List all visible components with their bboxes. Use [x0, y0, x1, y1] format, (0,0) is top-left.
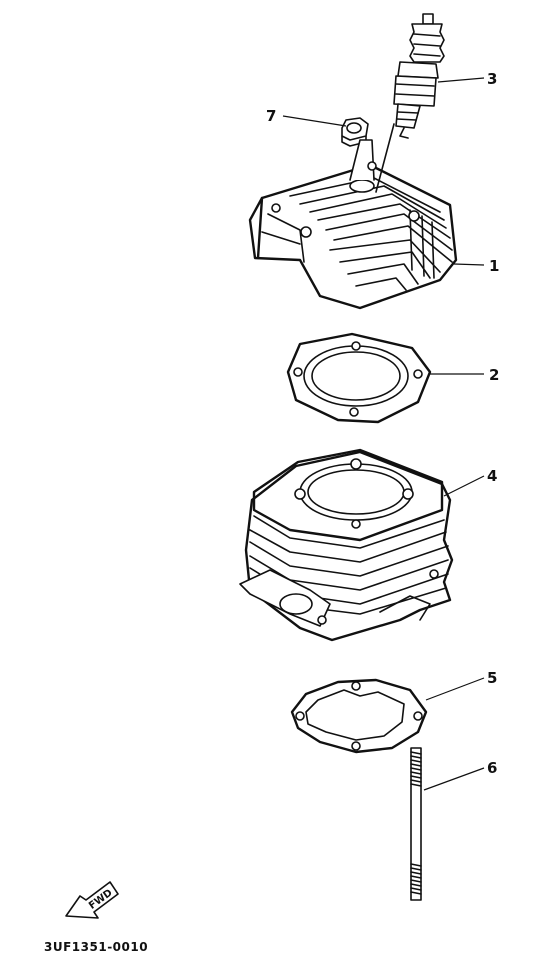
- cylinder: [239, 448, 454, 642]
- base-gasket: [290, 678, 428, 754]
- callout-5: 5: [487, 669, 497, 687]
- flange-nut: [341, 117, 369, 147]
- callout-4: 4: [487, 467, 497, 485]
- fwd-arrow-icon: FWD: [65, 881, 119, 919]
- spark-plug: [393, 13, 445, 139]
- callout-2: 2: [489, 366, 499, 384]
- stud-bolt: [410, 747, 422, 901]
- callout-7: 7: [266, 107, 276, 125]
- callout-1: 1: [489, 257, 499, 275]
- head-gasket: [286, 332, 432, 424]
- callout-3: 3: [487, 70, 497, 88]
- callout-6: 6: [487, 759, 497, 777]
- cylinder-head: [248, 123, 458, 310]
- leader-lines: [282, 77, 485, 791]
- part-code: 3UF1351-0010: [44, 940, 148, 954]
